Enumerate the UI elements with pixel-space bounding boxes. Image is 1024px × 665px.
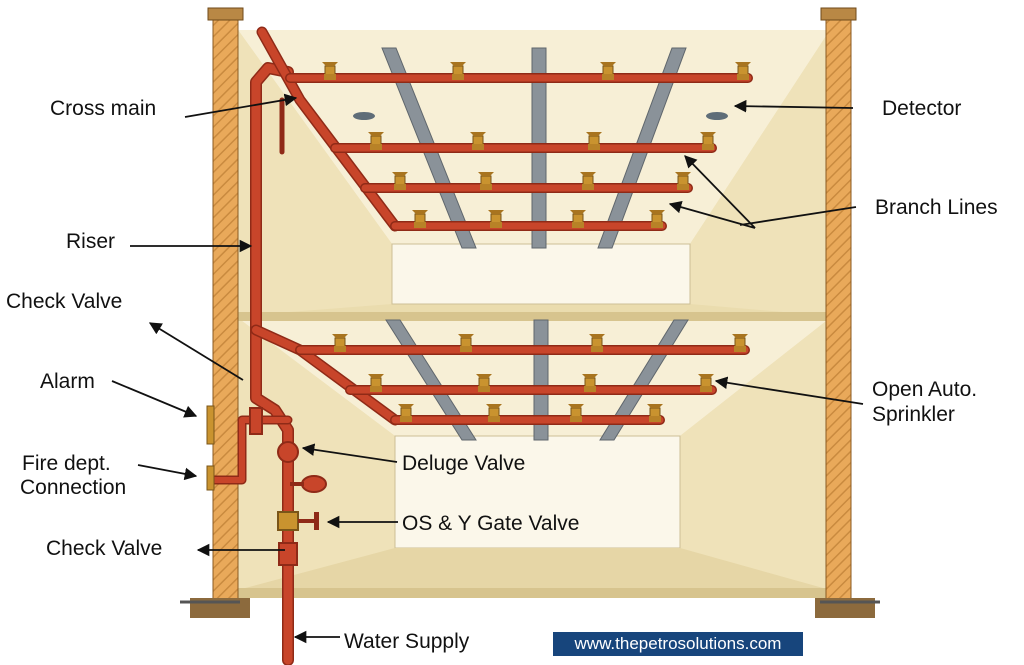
sprinkler-head — [649, 210, 665, 228]
sprinkler-head — [332, 334, 348, 352]
detectors — [353, 112, 728, 120]
sprinkler-head — [322, 62, 338, 80]
sprinkler-head — [476, 374, 492, 392]
walls — [180, 7, 880, 618]
alarm-bell — [206, 405, 215, 445]
sprinkler-head — [580, 172, 596, 190]
sprinkler-head — [368, 374, 384, 392]
label-os-y-gate-valve: OS & Y Gate Valve — [402, 512, 580, 535]
deluge-valve — [277, 441, 299, 463]
label-open-auto-line1: Open Auto. — [872, 378, 978, 401]
sprinkler-head — [735, 62, 751, 80]
label-detector: Detector — [882, 97, 962, 120]
label-fire-dept-line1: Fire dept. — [22, 452, 111, 475]
sprinkler-head — [398, 404, 414, 422]
watermark-badge: www.thepetrosolutions.com — [553, 632, 803, 656]
label-alarm: Alarm — [40, 370, 95, 393]
sprinkler-head — [582, 374, 598, 392]
label-branch-lines: Branch Lines — [875, 196, 998, 219]
label-riser: Riser — [66, 230, 116, 253]
arrow-cross-main — [184, 93, 298, 118]
arrow-check-valve-upper — [148, 322, 244, 381]
sprinkler-head — [450, 62, 466, 80]
sprinkler-head — [698, 374, 714, 392]
arrow-deluge — [301, 443, 398, 463]
pipework — [209, 26, 753, 665]
sprinkler-head — [458, 334, 474, 352]
sprinkler-head — [570, 210, 586, 228]
sprinkler-head — [600, 62, 616, 80]
arrow-alarm — [111, 380, 198, 418]
sprinkler-heads — [322, 62, 751, 422]
leader-arrows — [111, 93, 864, 644]
arrow-branch-3 — [739, 206, 857, 226]
valves — [206, 405, 327, 566]
label-check-valve-lower: Check Valve — [46, 537, 163, 560]
arrow-detector — [733, 99, 854, 113]
sprinkler-head — [392, 172, 408, 190]
sprinkler-head — [486, 404, 502, 422]
label-open-auto-line2: Sprinkler — [872, 403, 955, 426]
arrow-open-auto — [714, 376, 864, 405]
sprinkler-head — [568, 404, 584, 422]
sprinkler-head — [647, 404, 663, 422]
os-y-gate-valve — [277, 511, 299, 531]
sprinkler-head — [589, 334, 605, 352]
label-water-supply: Water Supply — [344, 630, 470, 653]
sprinkler-head — [675, 172, 691, 190]
label-check-valve-upper: Check Valve — [6, 290, 123, 313]
deluge-valve-handle — [301, 475, 327, 493]
sprinkler-head — [488, 210, 504, 228]
label-cross-main: Cross main — [50, 97, 157, 120]
sprinkler-head — [470, 132, 486, 150]
arrow-fire-dept — [137, 464, 198, 481]
sprinkler-head — [368, 132, 384, 150]
sprinkler-head — [700, 132, 716, 150]
sprinkler-head — [478, 172, 494, 190]
label-fire-dept-line2: Connection — [20, 476, 127, 499]
sprinkler-head — [732, 334, 748, 352]
check-valve-lower — [278, 542, 298, 566]
sprinkler-head — [586, 132, 602, 150]
fire-dept-connection — [206, 465, 215, 491]
arrow-branch-1 — [684, 155, 756, 229]
label-deluge-valve: Deluge Valve — [402, 452, 526, 475]
sprinkler-head — [412, 210, 428, 228]
